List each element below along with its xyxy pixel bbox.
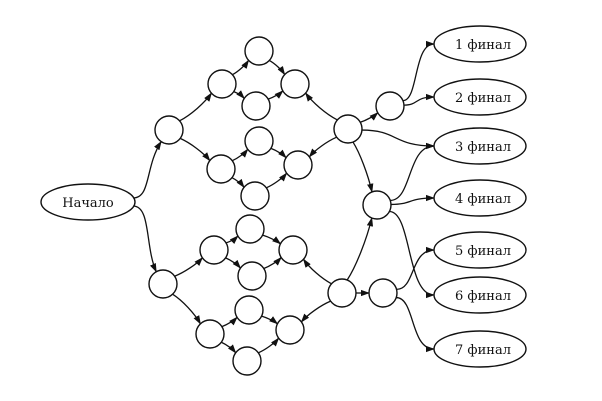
edge-c2-d1 <box>267 90 284 100</box>
edge-start-a1 <box>132 140 162 199</box>
edge-a2-b4 <box>172 293 201 325</box>
edge-c1-d1 <box>268 59 286 76</box>
node-c6 <box>237 261 267 291</box>
edge-b3-c6 <box>225 257 242 269</box>
edge-l2-f7 <box>396 296 435 353</box>
final-node-7: 7 финал <box>433 330 527 368</box>
node-b3 <box>199 235 229 265</box>
node-c2 <box>241 91 271 121</box>
edge-l1-h3 <box>346 217 374 281</box>
node-h2 <box>375 91 405 121</box>
edge-a1-b1 <box>179 92 212 122</box>
final-node-6: 6 финал <box>433 276 527 314</box>
edge-b1-c2 <box>233 90 245 100</box>
node-c8 <box>232 346 262 376</box>
node-d1 <box>280 69 310 99</box>
final-node-2: 2 финал <box>433 78 527 116</box>
edge-c4-d2 <box>266 172 288 189</box>
edge-b4-c7 <box>221 316 238 328</box>
edge-a1-b2 <box>179 137 211 162</box>
edge-a2-b3 <box>174 257 203 277</box>
node-c4 <box>240 181 270 211</box>
node-c3 <box>244 126 274 156</box>
node-b1 <box>207 69 237 99</box>
edge-l2-f5 <box>396 246 435 291</box>
final-node-1: 1 финал <box>433 25 527 63</box>
node-b4 <box>195 319 225 349</box>
final-label: 4 финал <box>455 192 511 207</box>
edge-h3-f6 <box>389 210 435 299</box>
final-label: 1 финал <box>455 38 511 53</box>
edge-h1-h3 <box>352 141 374 193</box>
node-a1 <box>154 115 184 145</box>
node-b2 <box>206 154 236 184</box>
edge-h2-f2 <box>403 93 435 106</box>
start-label: Начало <box>62 196 114 211</box>
edge-h1-f3 <box>361 129 435 150</box>
node-h3 <box>362 190 392 220</box>
edge-c8-d4 <box>258 337 280 354</box>
edge-c5-d3 <box>262 234 282 245</box>
edge-c3-d2 <box>270 147 287 159</box>
final-label: 5 финал <box>455 244 511 259</box>
edge-b3-c5 <box>225 235 239 245</box>
edge-c6-d3 <box>263 256 282 270</box>
node-c7 <box>234 295 264 325</box>
start-node: Начало <box>40 183 136 221</box>
edge-b1-c1 <box>232 59 250 76</box>
edge-h2-f1 <box>402 40 435 102</box>
node-l2 <box>368 278 398 308</box>
edge-h3-f4 <box>390 194 435 206</box>
final-label: 6 финал <box>455 289 511 304</box>
edge-c7-d4 <box>261 315 279 325</box>
nodes: Начало 1 финал 2 финал 3 финал 4 финал 5 фин… <box>40 25 527 376</box>
edge-l1-d4 <box>300 300 331 323</box>
edge-b2-c3 <box>232 148 249 162</box>
final-node-4: 4 финал <box>433 179 527 217</box>
final-label: 7 финал <box>455 343 511 358</box>
edge-start-a2 <box>132 205 157 273</box>
edge-h1-h2 <box>360 112 379 123</box>
final-label: 3 финал <box>455 140 511 155</box>
edge-h1-d2 <box>308 136 337 158</box>
final-node-3: 3 финал <box>433 127 527 165</box>
node-d3 <box>278 235 308 265</box>
node-d2 <box>283 150 313 180</box>
node-l1 <box>327 278 357 308</box>
edges <box>132 40 435 354</box>
node-c1 <box>244 36 274 66</box>
edge-l1-d3 <box>302 258 332 285</box>
node-d4 <box>275 315 305 345</box>
final-label: 2 финал <box>455 91 511 106</box>
node-a2 <box>148 269 178 299</box>
edge-b4-c8 <box>221 341 237 354</box>
node-c5 <box>235 214 265 244</box>
edge-h1-d1 <box>305 92 338 121</box>
edge-b2-c4 <box>231 177 245 189</box>
final-node-5: 5 финал <box>433 231 527 269</box>
edge-h3-f3 <box>390 142 435 202</box>
node-h1 <box>333 114 363 144</box>
